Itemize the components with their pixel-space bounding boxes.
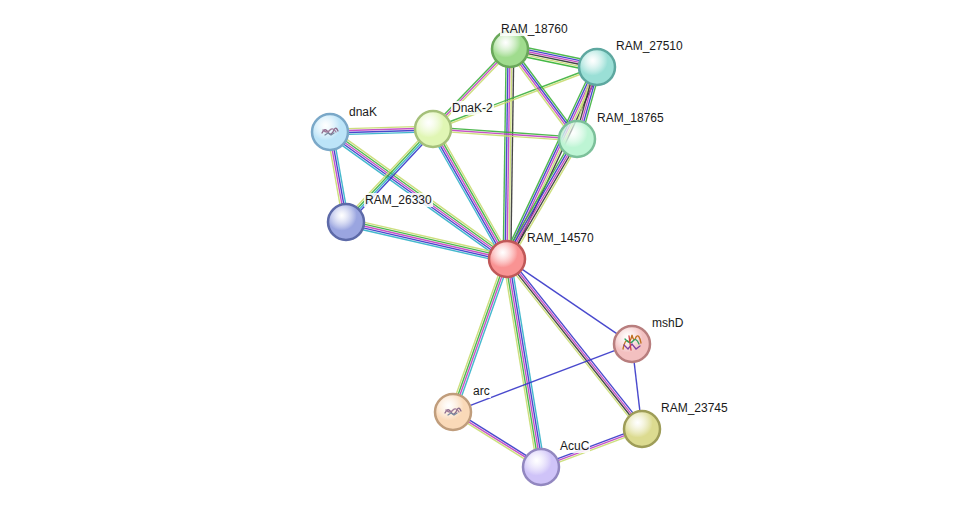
interaction-edge bbox=[444, 61, 499, 118]
node-circle bbox=[558, 120, 596, 158]
protein-node: arc bbox=[434, 393, 472, 431]
protein-node: RAM_18760 bbox=[491, 30, 529, 68]
node-circle bbox=[488, 240, 526, 278]
node-label: AcuC bbox=[559, 439, 590, 453]
node-circle bbox=[434, 393, 472, 431]
node-label: DnaK-2 bbox=[451, 101, 494, 115]
node-circle bbox=[613, 325, 651, 363]
protein-node: dnaK bbox=[311, 113, 349, 151]
node-circle bbox=[311, 113, 349, 151]
interaction-edge bbox=[470, 350, 615, 405]
interaction-edge bbox=[467, 420, 526, 459]
interaction-edge bbox=[363, 222, 491, 258]
interaction-edge bbox=[451, 128, 559, 139]
node-label: RAM_14570 bbox=[526, 231, 595, 245]
node-circle bbox=[578, 48, 616, 86]
protein-node: RAM_14570 bbox=[488, 240, 526, 278]
node-circle bbox=[522, 448, 560, 486]
node-circle bbox=[414, 110, 452, 148]
protein-node: mshD bbox=[613, 325, 651, 363]
interaction-edge bbox=[348, 127, 415, 135]
interaction-edge bbox=[342, 139, 494, 251]
protein-node: RAM_27510 bbox=[578, 48, 616, 86]
interaction-edge bbox=[506, 276, 542, 450]
node-label: arc bbox=[472, 384, 491, 398]
node-label: RAM_18760 bbox=[500, 22, 569, 36]
interaction-edge bbox=[503, 67, 513, 241]
interaction-edge bbox=[634, 362, 640, 411]
node-label: RAM_26330 bbox=[364, 193, 433, 207]
protein-node: RAM_23745 bbox=[623, 410, 661, 448]
node-label: mshD bbox=[651, 316, 684, 330]
protein-node: RAM_26330 bbox=[327, 203, 365, 241]
interaction-edge bbox=[456, 275, 503, 396]
node-label: dnaK bbox=[348, 105, 378, 119]
protein-node: RAM_18765 bbox=[558, 120, 596, 158]
node-label: RAM_27510 bbox=[615, 39, 684, 53]
node-label: RAM_18765 bbox=[596, 111, 665, 125]
interaction-edge bbox=[522, 269, 617, 334]
interaction-edge bbox=[330, 149, 345, 205]
node-label: RAM_23745 bbox=[660, 401, 729, 415]
interaction-edge bbox=[439, 143, 502, 245]
protein-node: AcuC bbox=[522, 448, 560, 486]
interaction-edge bbox=[578, 83, 596, 122]
interaction-edge bbox=[557, 434, 626, 463]
interaction-edge bbox=[527, 48, 581, 68]
interaction-edge bbox=[518, 62, 568, 127]
protein-node: DnaK-2 bbox=[414, 110, 452, 148]
node-circle bbox=[623, 410, 661, 448]
node-circle bbox=[327, 203, 365, 241]
